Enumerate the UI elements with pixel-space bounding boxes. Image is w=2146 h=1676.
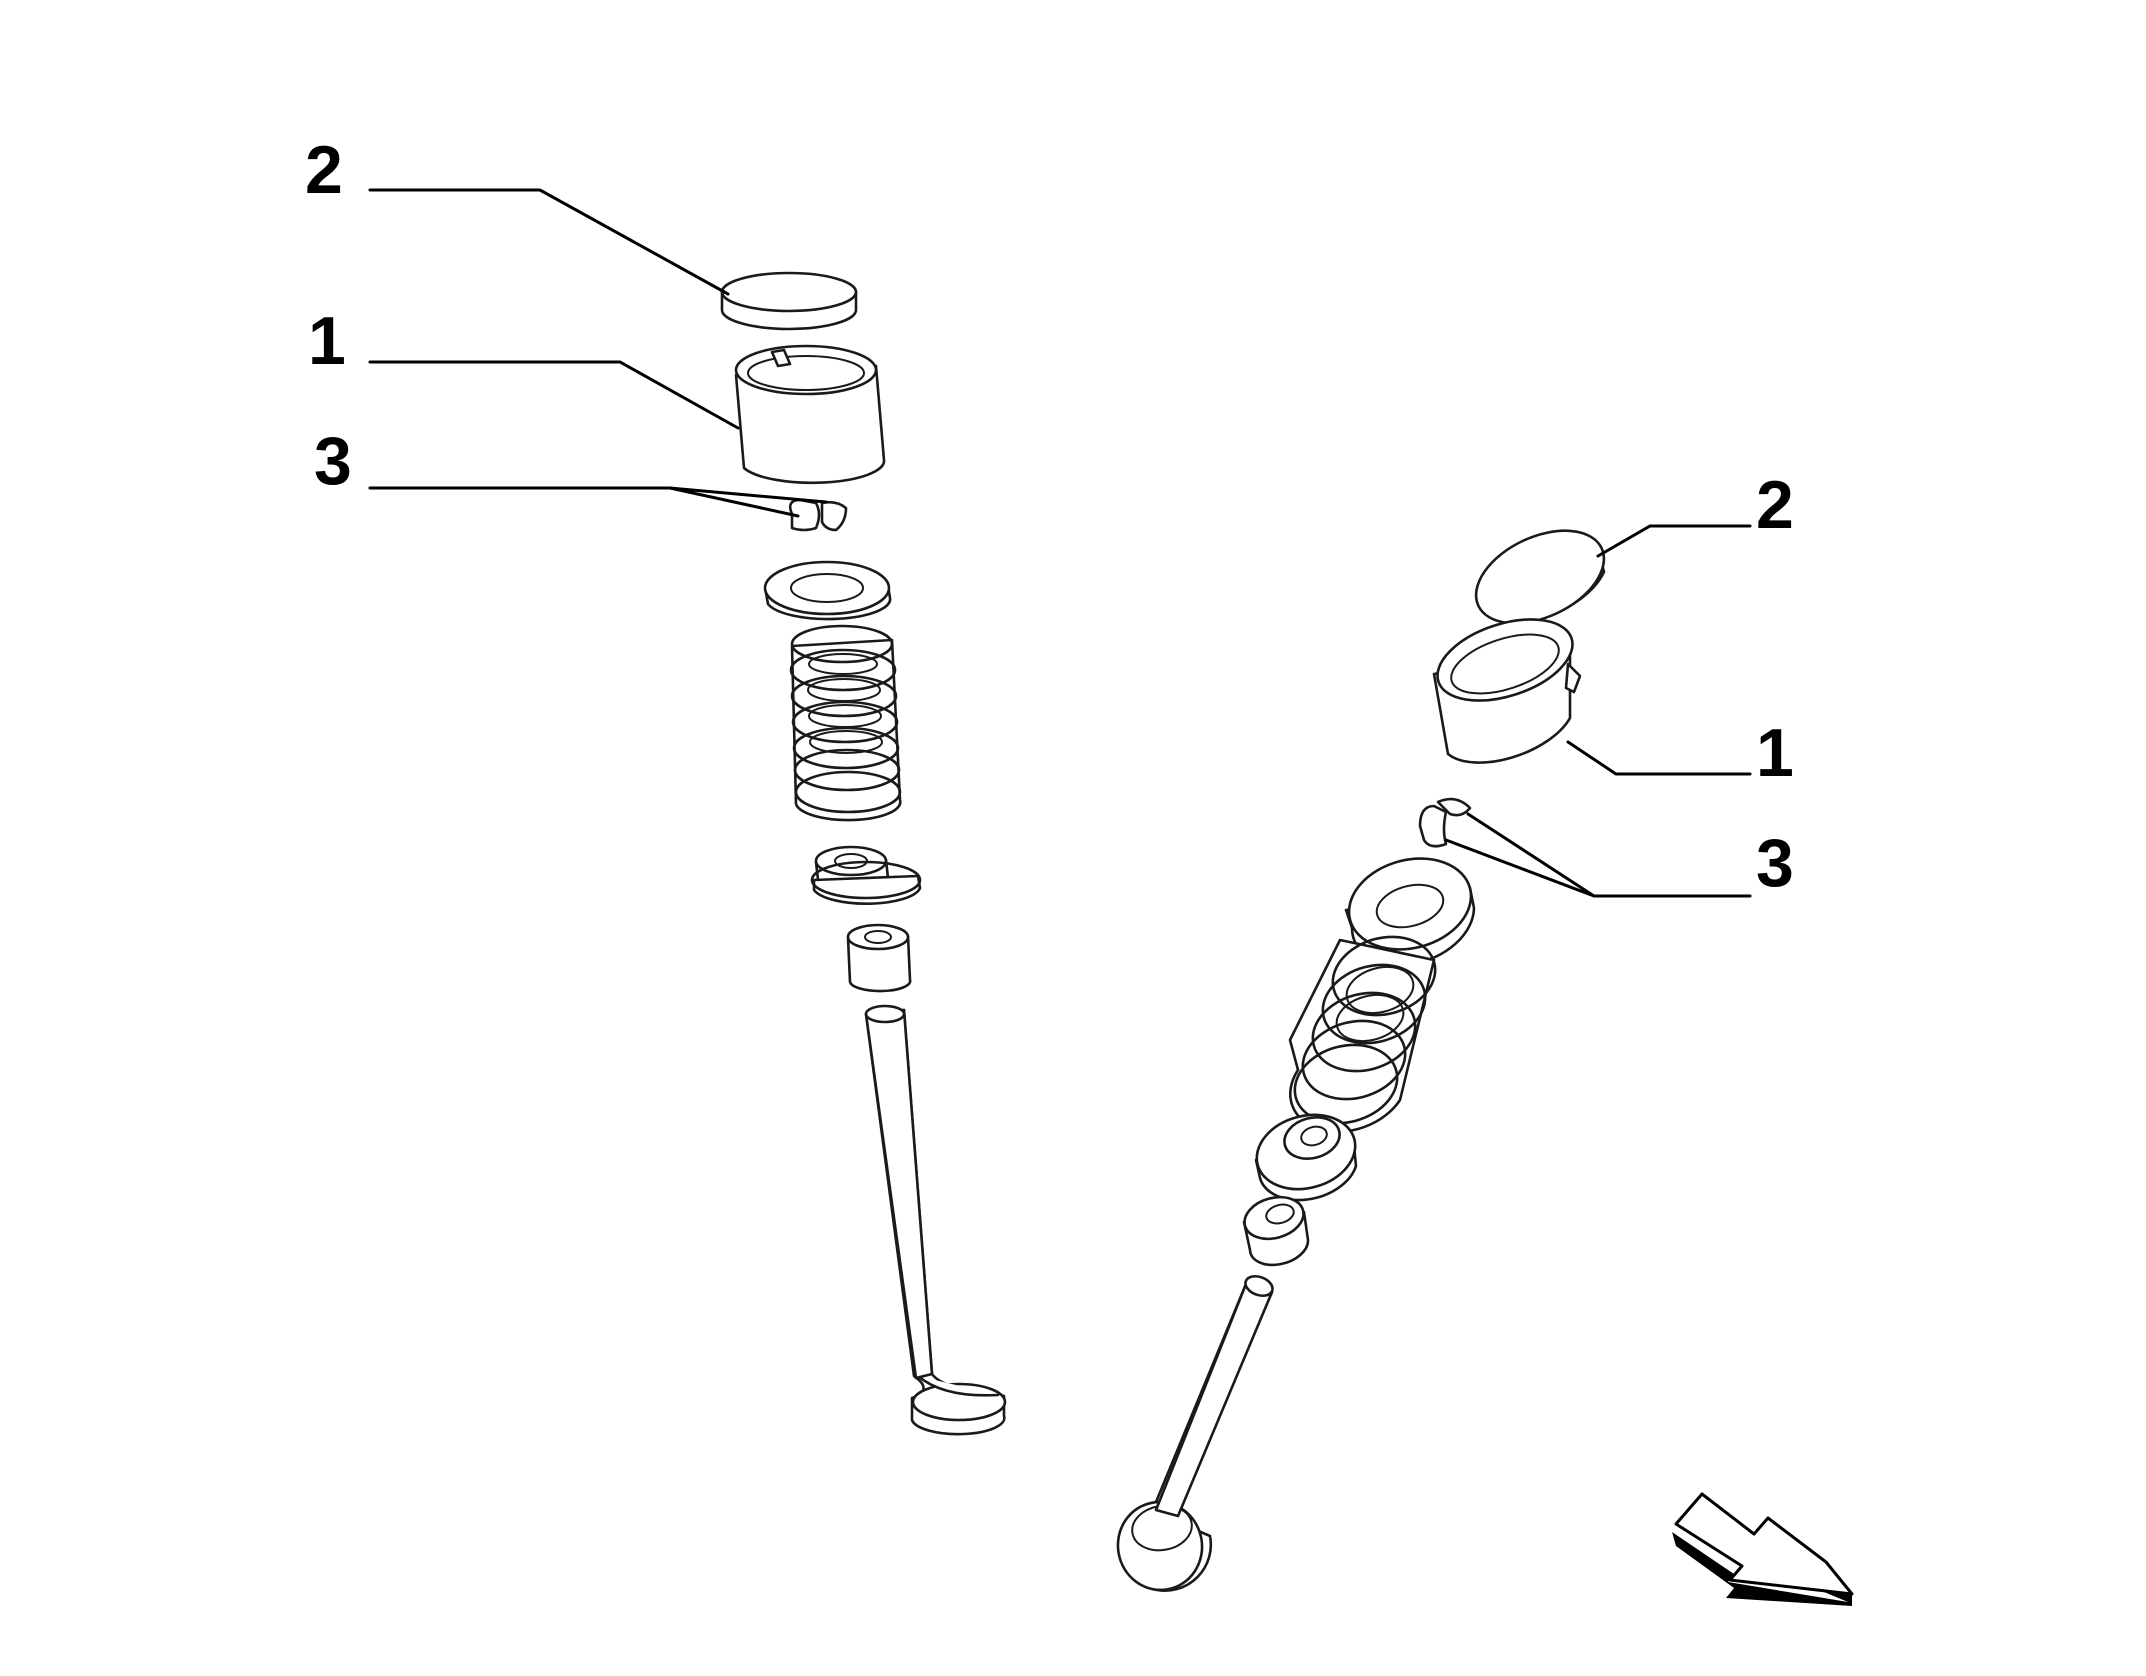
callout-left-bucket-tappet: 1 <box>308 303 346 379</box>
right-valve-assembly <box>1116 529 1606 1592</box>
leader-left-tappet <box>368 360 740 430</box>
right-bucket-tappet <box>1432 618 1582 764</box>
leader-right-tappet <box>1566 740 1752 776</box>
left-spring-retainer <box>763 560 892 621</box>
leader-left-shim <box>368 188 730 296</box>
left-valve-spring <box>789 624 902 822</box>
right-valve-cotters <box>1418 797 1472 848</box>
leader-right-cotters-b <box>1444 838 1596 898</box>
callout-right-valve-cotters: 3 <box>1756 825 1794 901</box>
leader-right-cotters-a <box>1466 812 1752 898</box>
callout-right-bucket-tappet: 1 <box>1756 715 1794 791</box>
right-shim <box>1474 529 1606 625</box>
left-spring-seat <box>810 845 922 906</box>
left-valve-guide <box>846 923 912 993</box>
left-bucket-tappet <box>734 344 886 485</box>
leader-left-cotters-a <box>368 486 828 504</box>
right-spring-seat <box>1254 1113 1358 1202</box>
leader-right-shim <box>1596 524 1752 558</box>
left-valve <box>864 1004 1007 1436</box>
left-valve-assembly <box>720 271 1007 1436</box>
direction-arrow-icon <box>1672 1492 1854 1606</box>
leader-lines <box>368 188 1752 898</box>
right-valve-spring <box>1288 935 1437 1134</box>
callout-right-shim: 2 <box>1756 467 1794 543</box>
callout-labels: 2 1 3 2 1 3 <box>305 132 1794 901</box>
callout-left-valve-cotters: 3 <box>314 423 352 499</box>
left-valve-cotters <box>788 498 848 532</box>
right-valve <box>1116 1274 1274 1592</box>
leader-left-cotters-b <box>668 486 800 518</box>
right-valve-guide <box>1242 1195 1310 1267</box>
callout-left-shim: 2 <box>305 132 343 208</box>
left-shim <box>720 271 858 331</box>
right-spring-retainer <box>1344 857 1476 967</box>
